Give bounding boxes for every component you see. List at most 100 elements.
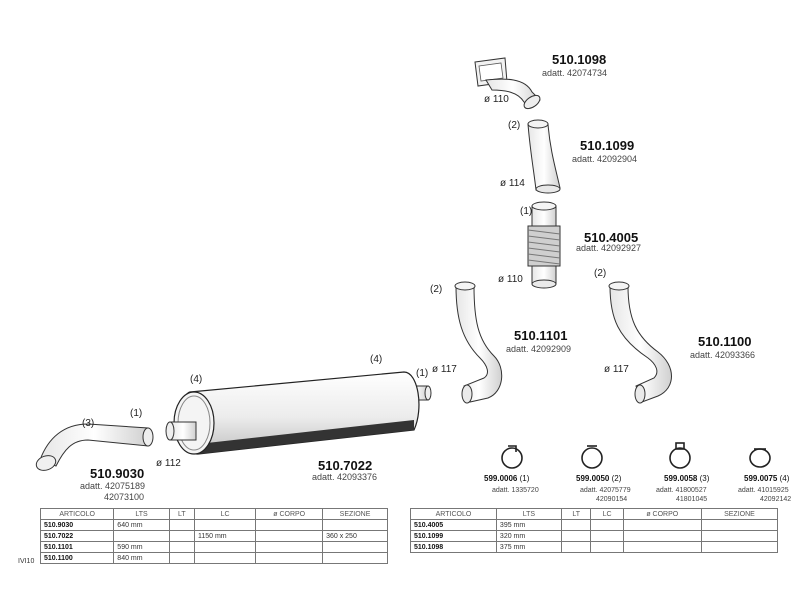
spec-table-right: ARTICOLO LTS LT LC ø CORPO SEZIONE 510.4… <box>410 508 779 553</box>
table-cell <box>255 519 324 531</box>
table-row: 510.7022 1150 mm 360 x 250 <box>39 530 388 542</box>
clamp-599-0006-drawing <box>501 445 523 469</box>
table-cell: 590 mm <box>113 541 170 553</box>
table-cell: 510.1100 <box>39 552 115 564</box>
part-qty-510-1099: (2) <box>508 120 521 131</box>
part-qty-510-9030-a: (3) <box>82 418 95 429</box>
clamp-code-599-0075: 599.0075 (4) <box>744 474 790 483</box>
table-cell <box>590 519 624 531</box>
clamp-599-0075-drawing <box>749 448 771 468</box>
part-adatt-510-9030: adatt. 42075189 <box>80 481 146 491</box>
spec-table-left: ARTICOLO LTS LT LC ø CORPO SEZIONE 510.9… <box>39 508 388 564</box>
col-header: ø CORPO <box>255 508 324 520</box>
table-cell <box>193 519 257 531</box>
clamp-code-599-0058: 599.0058 (3) <box>664 474 710 483</box>
part-510-1098-drawing <box>474 57 541 110</box>
col-header: ARTICOLO <box>410 508 497 520</box>
table-cell: 510.9030 <box>39 519 115 531</box>
table-cell <box>560 530 592 542</box>
table-cell <box>700 530 779 542</box>
table-cell <box>113 530 170 542</box>
clamp-adatt-599-0075: adatt. 41015925 <box>738 487 789 494</box>
part-adatt-510-4005: adatt. 42092927 <box>576 243 642 253</box>
part-qty-510-9030-b: (1) <box>130 408 143 419</box>
clamp-adatt-599-0058-2: 41801045 <box>676 496 708 503</box>
part-code-510-1100: 510.1100 <box>698 334 752 349</box>
part-adatt-510-1100: adatt. 42093366 <box>690 350 756 360</box>
col-header: LT <box>168 508 195 520</box>
table-cell: 510.7022 <box>39 530 115 542</box>
table-cell: 640 mm <box>113 519 170 531</box>
table-cell <box>168 519 195 531</box>
part-qty-510-1101: (2) <box>430 284 443 295</box>
part-qty-510-7022-c: (1) <box>416 368 429 379</box>
part-diameter-510-1101: ø 117 <box>432 364 457 375</box>
clamp-adatt-599-0075-2: 42092142 <box>760 496 792 503</box>
part-qty-510-7022-a: (4) <box>190 374 203 385</box>
table-cell <box>168 552 195 564</box>
part-code-510-1101: 510.1101 <box>514 328 568 343</box>
table-cell <box>622 519 702 531</box>
clamp-599-0058-drawing <box>669 442 691 469</box>
part-diameter-510-1098: ø 110 <box>484 94 509 105</box>
clamp-code-599-0006: 599.0006 (1) <box>484 474 530 483</box>
part-adatt-510-9030-2: 42073100 <box>104 492 145 502</box>
col-header: LT <box>560 508 592 520</box>
clamp-599-0050-drawing <box>581 445 603 469</box>
col-header: SEZIONE <box>700 508 779 520</box>
table-cell <box>168 530 195 542</box>
table-cell <box>322 541 388 553</box>
table-cell <box>622 530 702 542</box>
table-cell <box>590 530 624 542</box>
part-510-1100-drawing <box>608 281 672 404</box>
table-cell: 395 mm <box>495 519 562 531</box>
part-510-1099-drawing <box>527 119 561 194</box>
col-header: LTS <box>113 508 170 520</box>
table-cell <box>322 519 388 531</box>
table-cell <box>193 552 257 564</box>
table-header-row: ARTICOLO LTS LT LC ø CORPO SEZIONE <box>410 508 779 520</box>
table-cell <box>168 541 195 553</box>
part-qty-510-7022-b: (4) <box>370 354 383 365</box>
table-cell: 375 mm <box>495 541 562 553</box>
table-cell: 1150 mm <box>193 530 257 542</box>
col-header: SEZIONE <box>322 508 388 520</box>
table-cell <box>560 519 592 531</box>
part-510-4005-drawing <box>527 201 561 289</box>
clamp-adatt-599-0050: adatt. 42075779 <box>580 487 631 494</box>
table-cell: 510.4005 <box>410 519 497 531</box>
table-cell <box>255 541 324 553</box>
col-header: ARTICOLO <box>39 508 115 520</box>
table-cell <box>700 541 779 553</box>
part-510-1101-drawing <box>454 281 503 404</box>
part-code-510-9030: 510.9030 <box>90 466 145 481</box>
table-cell <box>255 552 324 564</box>
col-header: LC <box>590 508 624 520</box>
table-cell: 840 mm <box>113 552 170 564</box>
table-cell: 510.1101 <box>39 541 115 553</box>
table-cell: 510.1098 <box>410 541 497 553</box>
part-diameter-510-1099: ø 114 <box>500 178 525 189</box>
clamp-adatt-599-0050-2: 42090154 <box>596 496 628 503</box>
part-code-510-4005: 510.4005 <box>584 230 639 245</box>
side-label: IVI10 <box>18 558 35 565</box>
col-header: LC <box>193 508 257 520</box>
col-header: ø CORPO <box>622 508 702 520</box>
table-cell <box>560 541 592 553</box>
clamp-code-599-0050: 599.0050 (2) <box>576 474 622 483</box>
clamp-adatt-599-0006: adatt. 1335720 <box>492 487 539 494</box>
part-adatt-510-7022: adatt. 42093376 <box>312 472 378 482</box>
table-cell: 360 x 250 <box>322 530 388 542</box>
part-code-510-1099: 510.1099 <box>580 138 635 153</box>
table-cell <box>255 530 324 542</box>
part-diameter-510-1100: ø 117 <box>604 364 629 375</box>
part-510-7022-drawing <box>165 371 432 455</box>
part-qty-510-1100: (2) <box>594 268 607 279</box>
